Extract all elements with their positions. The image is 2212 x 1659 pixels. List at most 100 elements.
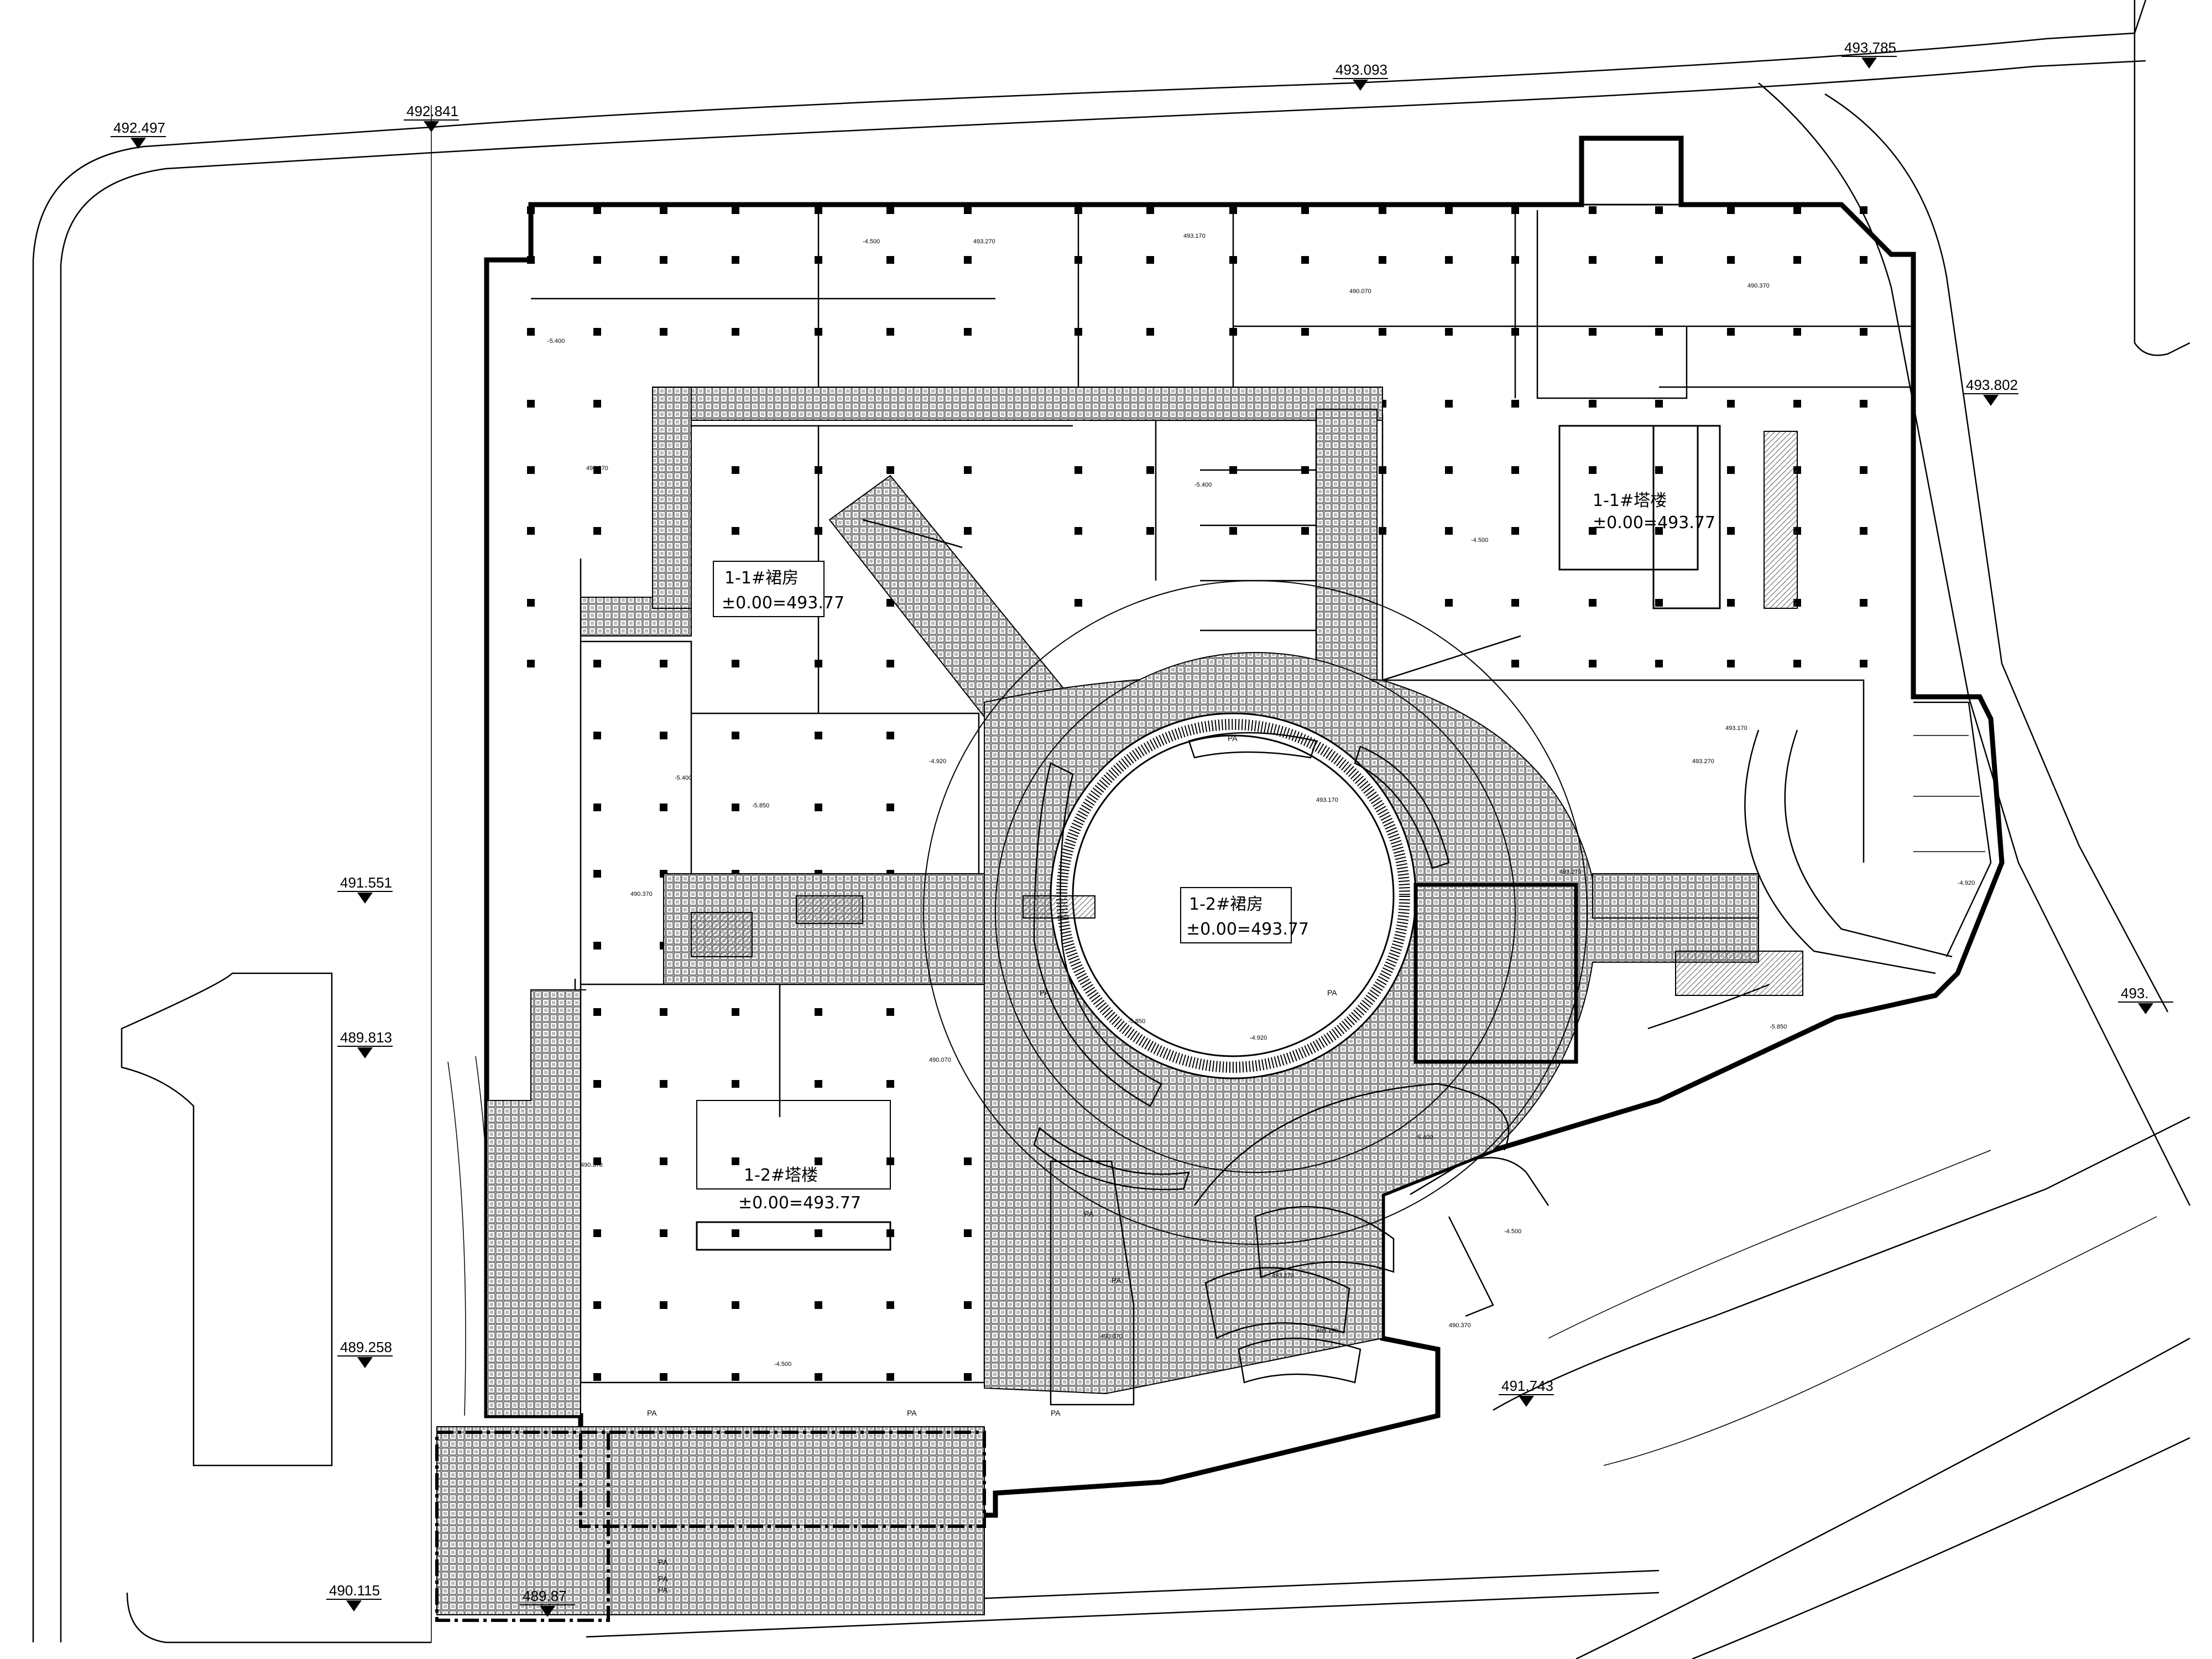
spot-elevation-text: 490.070: [586, 465, 608, 472]
structural-column: [593, 732, 601, 739]
elevation-triangle-icon: [357, 1357, 373, 1368]
structural-column: [660, 1373, 667, 1381]
structural-column: [1511, 400, 1519, 408]
spot-elevation-text: -5.400: [675, 775, 692, 781]
structural-column: [660, 804, 667, 811]
structural-column: [732, 1301, 739, 1309]
structural-column: [815, 732, 822, 739]
spot-elevation-text: 493.270: [1272, 1272, 1294, 1279]
elevation-marker: 490.115: [326, 1582, 382, 1611]
elevation-marker: 493.093: [1333, 61, 1388, 91]
spot-elevation-text: 493.170: [1316, 1328, 1338, 1334]
structural-column: [1074, 466, 1082, 474]
structural-column: [1727, 328, 1735, 336]
structural-column: [1511, 660, 1519, 667]
structural-column: [1146, 466, 1154, 474]
structural-column: [1589, 400, 1597, 408]
structural-column: [1301, 256, 1309, 264]
spot-elevation-text: -4.920: [1250, 1035, 1267, 1041]
structural-column: [1727, 206, 1735, 214]
structural-column: [527, 400, 535, 408]
pa-label: PA: [658, 1558, 668, 1567]
elevation-value: 489.87: [523, 1588, 567, 1604]
building-label-1-2-podium: 1-2#裙房 ±0.00=493.77: [1180, 887, 1309, 943]
building-label-1-2-tower: 1-2#塔楼 ±0.00=493.77: [738, 1166, 861, 1213]
tower-1-1-elevation: ±0.00=493.77: [1593, 513, 1715, 533]
structural-column: [732, 660, 739, 667]
structural-column: [1860, 400, 1867, 408]
structural-column: [886, 206, 894, 214]
building-label-1-1-podium: 1-1#裙房 ±0.00=493.77: [713, 561, 844, 617]
structural-column: [1445, 400, 1453, 408]
structural-column: [660, 1157, 667, 1165]
structural-column: [1655, 466, 1663, 474]
spot-elevation-text: 493.270: [1692, 758, 1714, 765]
structural-column: [1655, 660, 1663, 667]
structural-column: [886, 1008, 894, 1016]
structural-column: [1727, 256, 1735, 264]
spot-elevation-text: 493.270: [1559, 869, 1582, 875]
structural-column: [1379, 206, 1386, 214]
elevation-triangle-icon: [540, 1606, 555, 1617]
spot-elevation-text: -4.500: [774, 1361, 791, 1368]
structural-column: [1589, 527, 1597, 535]
structural-column: [527, 599, 535, 607]
spot-elevation-text: 493.170: [1725, 725, 1747, 732]
structural-column: [732, 1157, 739, 1165]
structural-column: [1860, 206, 1867, 214]
structural-column: [732, 256, 739, 264]
elevation-triangle-icon: [1861, 58, 1877, 69]
structural-column: [593, 804, 601, 811]
structural-column: [964, 527, 972, 535]
structural-column: [1511, 527, 1519, 535]
pa-label: PA: [1327, 988, 1337, 997]
structural-column: [1727, 527, 1735, 535]
elevation-value: 491.551: [340, 874, 392, 891]
structural-column: [1301, 328, 1309, 336]
structural-column: [593, 1080, 601, 1088]
structural-column: [593, 942, 601, 950]
structural-column: [593, 870, 601, 878]
structural-column: [1146, 256, 1154, 264]
structural-column: [1727, 599, 1735, 607]
site-roads: [32, 0, 2191, 1659]
structural-column: [1445, 256, 1453, 264]
structural-column: [593, 527, 601, 535]
structural-column: [1379, 328, 1386, 336]
structural-column: [593, 1373, 601, 1381]
tower-1-2-elevation: ±0.00=493.77: [738, 1193, 861, 1213]
structural-column: [1793, 660, 1801, 667]
structural-column: [593, 1157, 601, 1165]
elevation-marker: 493.: [2118, 985, 2173, 1014]
structural-column: [732, 1229, 739, 1237]
structural-column: [964, 1157, 972, 1165]
structural-column: [1445, 466, 1453, 474]
elevation-triangle-icon: [2138, 1003, 2153, 1014]
structural-column: [527, 256, 535, 264]
elevation-value: 493.802: [1966, 377, 2018, 393]
elevation-value: 492.841: [406, 103, 458, 119]
spot-elevation-text: -5.400: [1416, 1134, 1433, 1141]
tower-1-1-name: 1-1#塔楼: [1593, 491, 1667, 510]
structural-column: [1860, 466, 1867, 474]
structural-column: [1445, 527, 1453, 535]
elevation-value: 489.813: [340, 1029, 392, 1046]
structural-column: [660, 206, 667, 214]
elevation-triangle-icon: [1353, 80, 1368, 91]
pa-label: PA: [658, 1585, 668, 1594]
structural-column: [593, 1301, 601, 1309]
elevation-marker: 493.802: [1963, 377, 2018, 406]
elevation-value: 493.785: [1844, 39, 1896, 56]
structural-column: [732, 328, 739, 336]
elevation-triangle-icon: [357, 1047, 373, 1058]
elevation-value: 493.093: [1335, 61, 1387, 78]
structural-column: [1727, 660, 1735, 667]
elevation-markers: 492.497492.841493.093493.785493.802493.4…: [111, 39, 2173, 1617]
elevation-marker: 489.813: [337, 1029, 393, 1058]
structural-column: [1589, 599, 1597, 607]
structural-column: [732, 466, 739, 474]
structural-column: [886, 1301, 894, 1309]
structural-column: [732, 1008, 739, 1016]
structural-column: [1301, 527, 1309, 535]
